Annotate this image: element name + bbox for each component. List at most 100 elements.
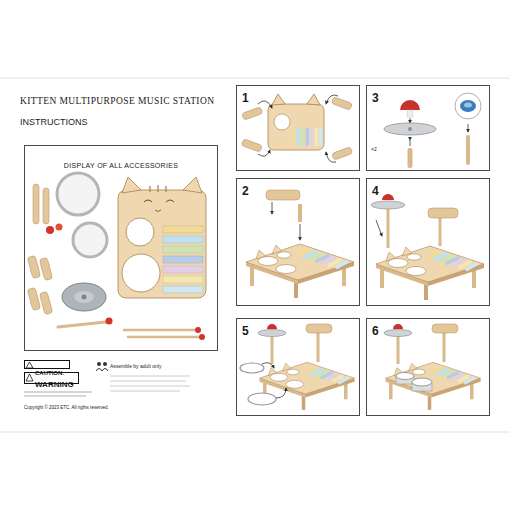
step-5-drawing-part [267,324,277,329]
step-number: 2 [242,184,249,198]
warning-icons-part [110,386,190,387]
accessories-drawing-part [56,224,63,231]
step-1-drawing-part [310,128,314,146]
accessories-drawing-part [163,276,203,283]
step-3-drawing-part [466,135,470,165]
step-1-drawing-part [332,147,353,160]
accessories-drawing-part [195,327,201,333]
quantity-note: ×2 [371,146,377,152]
step-4-drawing-part [371,201,405,209]
step-1-drawing-part [326,152,336,162]
accessories-drawing-part [82,295,87,300]
warning-icons-part [96,369,108,372]
warning-tag: WARNING [24,372,79,384]
step-1-drawing-part [242,107,263,120]
step-3-drawing-part [407,110,413,117]
step-panel: 6 [366,318,490,416]
step-panel: 3 [366,85,490,171]
step-2-drawing [246,190,354,298]
accessories-drawing-part [57,173,99,215]
step-3-drawing [384,93,481,168]
accessories-drawing-part [74,291,94,303]
step-1-drawing-part [258,150,270,156]
step-5-drawing-part [306,324,332,333]
warning-icons-part [110,381,186,382]
step-6-drawing-part [397,334,400,364]
accessories-drawing-part [163,226,203,233]
accessories-drawing-part [27,255,40,278]
accessories-drawing-part [199,334,205,340]
step-3-drawing-part [455,93,481,119]
step-6-drawing-part [432,324,458,333]
warning-icons [24,362,190,396]
accessories-drawing-part [39,291,52,314]
step-5-drawing-part [276,388,286,398]
step-panel: 5 [236,318,360,416]
warning-icons-part [26,362,33,368]
warning-icons-part [97,362,101,366]
accessories-drawing-part [27,287,40,310]
accessories-drawing-part [183,177,202,193]
step-2-drawing-part [298,204,302,222]
step-3-drawing-part [460,100,476,112]
accessories-drawing-part [163,246,203,253]
box-label: DISPLAY OF ALL ACCESSORIES [64,162,178,169]
accessories-drawing-part [33,184,39,224]
page-frame-part [0,432,510,433]
step-2-drawing-part [300,224,301,240]
accessories-drawing-part [73,223,107,257]
step-5-drawing [240,324,355,410]
accessories-drawing [27,173,206,340]
step-3-drawing-part [408,127,412,131]
accessories-drawing-part [39,257,52,280]
accessories-drawing-part [124,329,196,332]
box-label: WARNING [35,380,74,389]
accessories-drawing-part [58,322,106,327]
accessories-panel: DISPLAY OF ALL ACCESSORIES [24,145,218,351]
step-1-drawing-part [268,104,324,150]
step-1-drawing-part [331,97,352,110]
accessories-drawing-part [144,200,174,202]
step-2-drawing-part [272,202,273,214]
step-number: 6 [372,324,379,338]
page-title: KITTEN MULTIPURPOSE MUSIC STATION [20,96,214,106]
step-5-drawing-part [248,393,276,405]
accessories-drawing-part [163,266,203,273]
step-1-drawing-part [315,128,319,146]
step-4-drawing-part [387,206,390,248]
warning-icons-part [26,374,33,381]
step-1-drawing-part [272,94,285,105]
warning-icons-part [110,376,190,377]
warning-icons-part [110,391,180,392]
step-number: 5 [242,324,249,338]
step-5-drawing-part [271,334,274,364]
step-4-drawing-part [439,218,442,246]
step-4-drawing [371,194,484,300]
step-number: 3 [372,91,379,105]
step-6-drawing-part [412,378,432,386]
step-1-drawing [241,94,353,162]
step-5-drawing-part [258,330,286,337]
step-1-drawing-part [241,139,262,152]
accessories-drawing-part [163,236,203,243]
step-4-drawing-part [376,246,484,300]
step-4-drawing-part [376,220,382,236]
step-panel: 2 [236,178,360,306]
step-number: 4 [372,184,379,198]
accessories-drawing-part [122,254,160,292]
warning-icons-part [24,392,92,393]
accessories-drawing-part [128,336,200,339]
step-6-drawing-part [393,324,403,329]
step-6-drawing [384,324,481,410]
section-heading: INSTRUCTIONS [20,117,88,127]
accessories-drawing-part [118,190,206,298]
accessories-drawing-part [150,185,166,192]
accessories-drawing-part [163,256,203,263]
step-5-drawing-part [262,363,274,368]
step-3-drawing-part [384,123,436,135]
step-1-drawing-part [306,128,310,146]
step-1-drawing-part [326,95,338,104]
copyright-note: Copyright © 2023 ETC. All rights reserve… [24,405,109,410]
